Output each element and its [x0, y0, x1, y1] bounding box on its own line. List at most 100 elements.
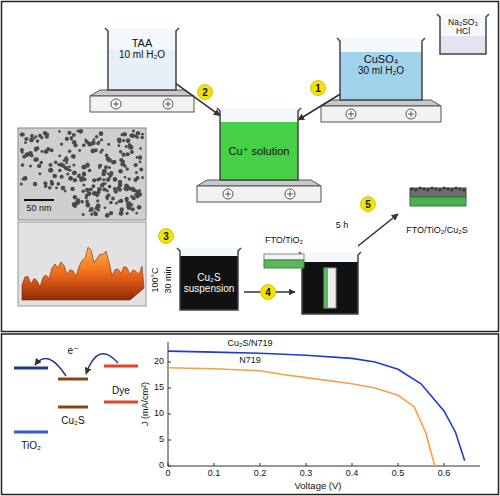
nanoparticle — [108, 166, 111, 169]
y-tick — [168, 362, 171, 363]
nanoparticle — [21, 163, 25, 167]
energy-level-label: TiO₂ — [21, 440, 41, 451]
nanoparticle — [107, 143, 110, 146]
nanoparticle — [35, 135, 38, 138]
nanoparticle — [78, 149, 81, 152]
nanoparticle — [141, 176, 144, 179]
beaker-outline — [437, 14, 489, 54]
process-arrow — [176, 84, 220, 116]
hotplate-knob — [111, 99, 121, 109]
nanoparticle — [96, 178, 100, 182]
nanoparticle — [132, 130, 135, 133]
film-grain — [454, 186, 457, 189]
callout-number: 5 — [365, 199, 371, 210]
nanoparticle — [118, 144, 121, 147]
nanoparticle — [82, 164, 87, 169]
nanoparticle — [36, 139, 40, 143]
nanoparticle — [102, 178, 105, 181]
nanoparticle — [138, 155, 142, 159]
film-grain — [422, 187, 425, 190]
y-tick — [168, 440, 171, 441]
film-grain — [430, 186, 433, 189]
nanoparticle — [99, 131, 104, 136]
beaker-glass — [180, 248, 238, 310]
nanoparticle — [49, 163, 53, 167]
nanoparticle — [137, 205, 142, 210]
nanoparticle — [135, 171, 138, 174]
node-detail: HCl — [456, 27, 470, 36]
nanoparticle — [99, 150, 102, 153]
node-detail: 30 ml H₂O — [358, 65, 404, 76]
nanoparticle — [70, 187, 74, 191]
nanoparticle — [94, 148, 98, 152]
nanoparticle — [101, 182, 105, 186]
energy-level — [14, 431, 48, 434]
nanoparticle — [52, 174, 57, 179]
nanoparticle — [67, 131, 71, 135]
nanoparticle — [68, 149, 72, 153]
nanoparticle — [57, 182, 61, 186]
tick-label: 0.3 — [300, 469, 313, 479]
nanoparticle — [126, 167, 129, 170]
nanoparticle — [108, 185, 112, 189]
nanoparticle — [134, 163, 138, 167]
nanoparticle — [90, 188, 93, 191]
nanoparticle — [72, 164, 75, 167]
nanoparticle — [41, 150, 44, 153]
tick-label: 0 — [159, 461, 164, 471]
nanoparticle — [113, 187, 117, 191]
knob-mark — [225, 191, 231, 197]
nanoparticle — [122, 139, 125, 142]
nanoparticle — [128, 145, 132, 149]
scale-label: 50 nm — [26, 204, 53, 214]
knob-mark — [408, 111, 414, 117]
reagent-beaker: TAA10 ml H₂O — [108, 28, 176, 90]
energy-level — [14, 367, 48, 370]
tick-label: 0.5 — [392, 469, 405, 479]
nanoparticle — [113, 160, 117, 164]
tick-label: 10 — [154, 409, 164, 419]
nanoparticle — [38, 134, 42, 138]
nanoparticle — [45, 184, 48, 187]
jv-curve — [168, 368, 435, 466]
x-axis — [168, 466, 480, 467]
knob-mark — [287, 191, 293, 197]
x-tick — [168, 463, 169, 466]
tem-image — [18, 128, 146, 220]
beaker-outline — [177, 248, 241, 310]
nanoparticle — [85, 200, 89, 204]
beaker-liquid — [340, 52, 422, 100]
nanoparticle — [77, 174, 81, 178]
node-detail: 10 ml H₂O — [119, 49, 165, 60]
energy-level — [104, 401, 138, 404]
nanoparticle — [139, 168, 143, 172]
nanoparticle — [88, 169, 92, 173]
film-substrate — [410, 197, 466, 206]
hotplate-body — [197, 186, 321, 202]
nanoparticle — [117, 200, 120, 203]
callout-number: 3 — [163, 231, 169, 242]
nanoparticle — [33, 182, 37, 186]
energy-level-label: Cu₂S — [61, 415, 84, 426]
axis-label: J (mA/cm²) — [141, 382, 151, 426]
x-tick — [352, 463, 353, 466]
reagent-beaker: CuSO₄30 ml H₂O — [340, 38, 422, 100]
nanoparticle — [128, 177, 131, 180]
nanoparticle — [125, 145, 128, 148]
tick-label: 0.1 — [208, 469, 221, 479]
tick-label: 15 — [154, 383, 164, 393]
beaker-liquid — [220, 122, 298, 180]
afm-surface — [22, 247, 144, 300]
nanoparticle — [139, 160, 142, 163]
film-grain — [438, 188, 441, 191]
nanoparticle — [44, 149, 49, 154]
nanoparticle — [82, 213, 85, 216]
nanoparticle — [34, 147, 38, 151]
nanoparticle — [126, 212, 129, 215]
nanoparticle — [134, 178, 137, 181]
nanoparticle — [76, 130, 79, 133]
nanoparticle — [72, 133, 76, 137]
nanoparticle — [38, 172, 41, 175]
nanoparticle — [119, 150, 122, 153]
film-grain — [434, 187, 437, 190]
